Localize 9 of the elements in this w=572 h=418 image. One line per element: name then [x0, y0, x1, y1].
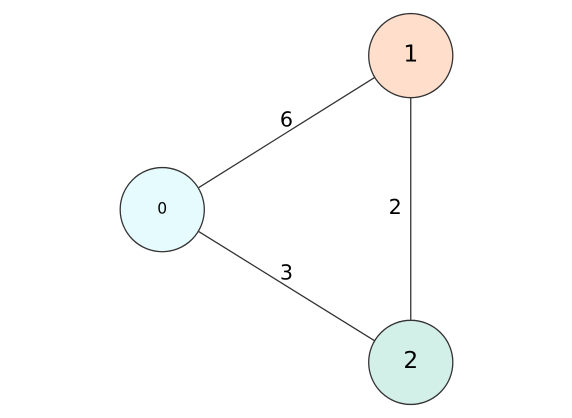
edge-label: 2	[388, 194, 402, 219]
edge-label: 6	[279, 108, 293, 132]
connector	[410, 98, 411, 320]
node-circle: 2	[368, 320, 453, 406]
connector	[198, 76, 375, 188]
edge-label: 3	[279, 260, 293, 284]
node-circle: 0	[119, 166, 204, 252]
connector	[198, 230, 374, 342]
node-circle: 1	[368, 12, 453, 98]
